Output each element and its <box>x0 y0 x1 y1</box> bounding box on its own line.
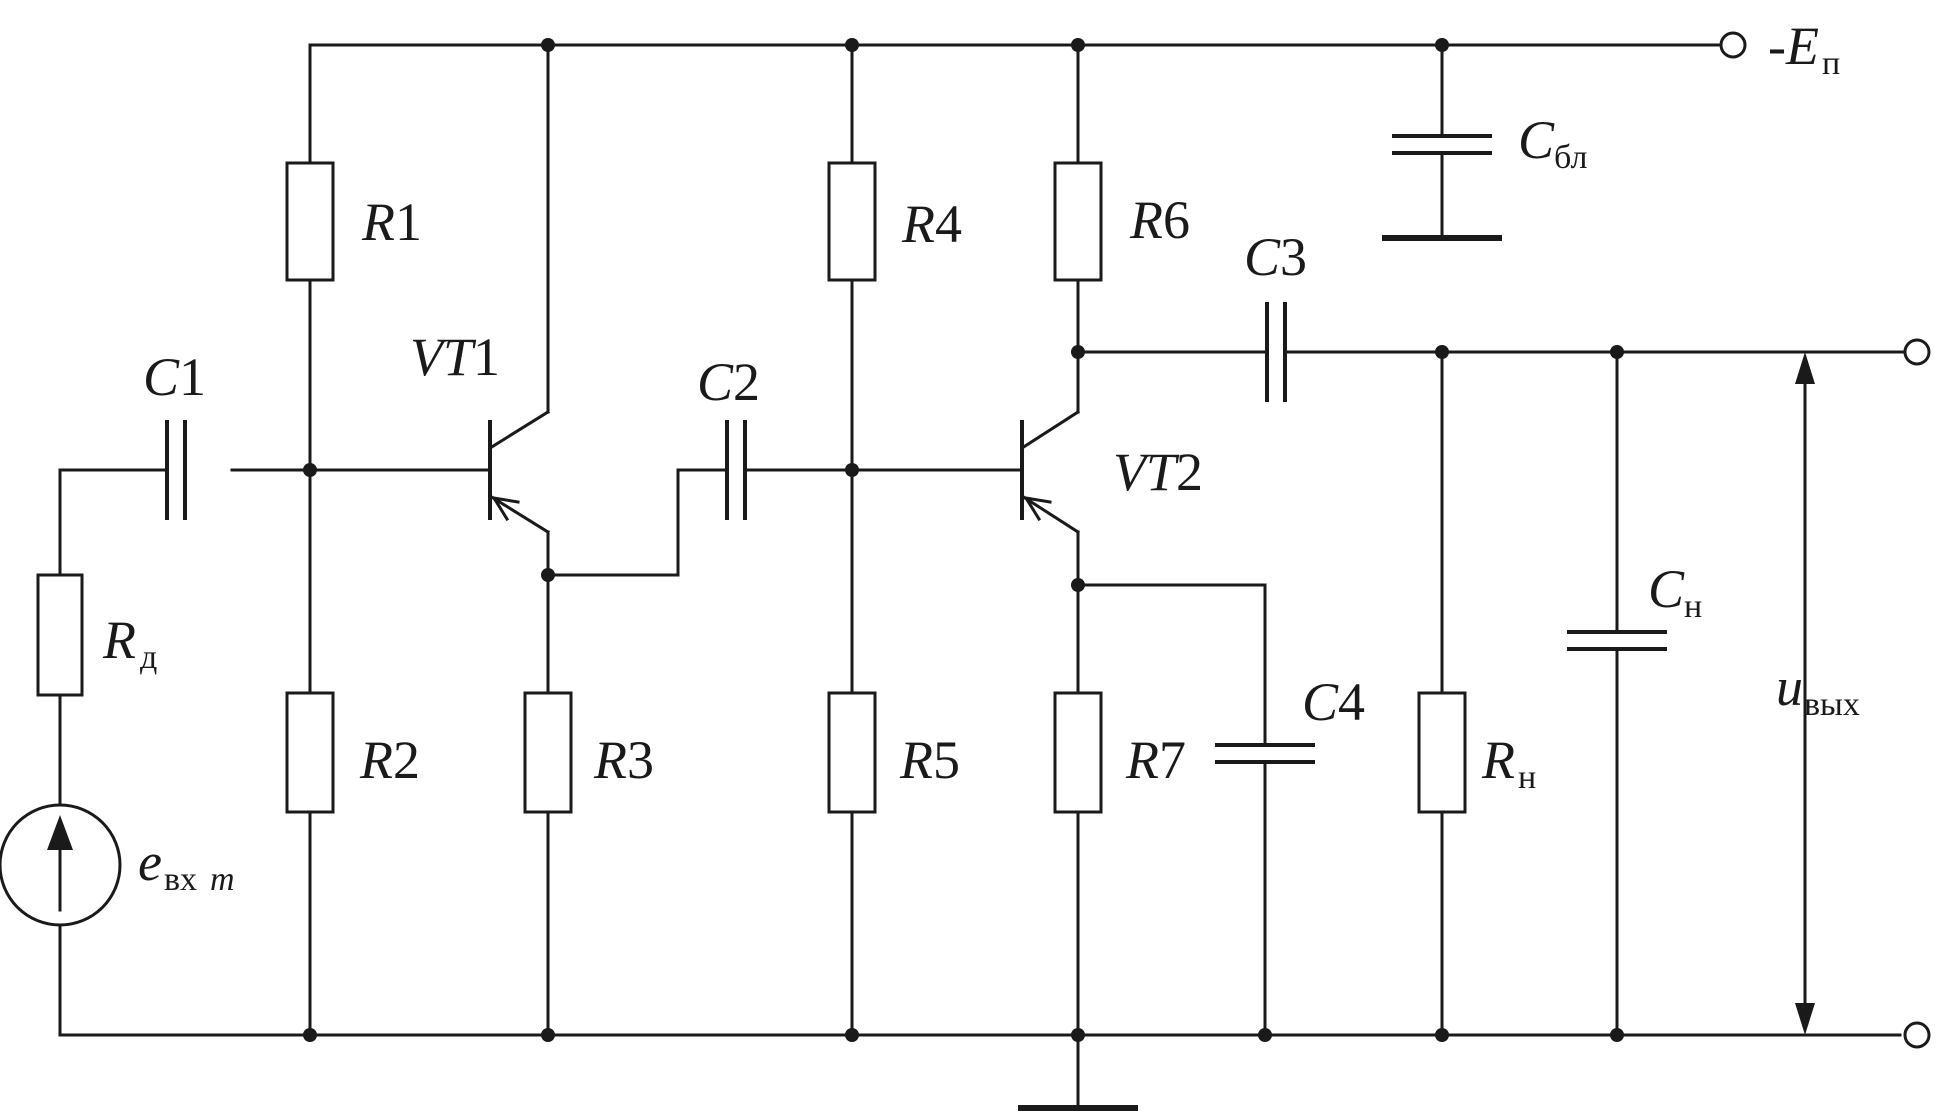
label-cbl: Cбл <box>1518 110 1587 176</box>
coupling-c2 <box>546 420 1024 577</box>
resistor-r6 <box>1053 161 1103 282</box>
output-voltage-arrow <box>1795 352 1815 1035</box>
label-r3: R3 <box>593 730 654 790</box>
label-r5: R5 <box>899 730 960 790</box>
stage1-divider <box>308 278 492 1037</box>
label-output: uвых <box>1776 657 1860 723</box>
label-r6: R6 <box>1129 190 1190 250</box>
input-source <box>0 803 122 927</box>
resistor-r5 <box>827 691 877 814</box>
junction-dots <box>303 38 1624 1042</box>
output-branch <box>1076 302 1907 1037</box>
transistor-vt2 <box>1019 43 1267 1037</box>
capacitor-c4 <box>1215 743 1315 764</box>
resistor-r2 <box>285 691 335 814</box>
resistor-r7 <box>1053 691 1103 814</box>
output-terminal-bottom <box>1903 1021 1931 1049</box>
label-supply: -Eп <box>1768 16 1840 82</box>
label-r7: R7 <box>1125 730 1186 790</box>
input-branch <box>58 468 312 1037</box>
label-c1: C1 <box>143 347 206 407</box>
resistor-rd <box>36 573 84 697</box>
label-c3: C3 <box>1244 227 1307 287</box>
output-terminal-top <box>1903 338 1931 366</box>
label-vt2: VT2 <box>1113 442 1203 502</box>
resistor-r4 <box>827 161 877 282</box>
resistor-r3 <box>523 691 573 814</box>
ground-rail <box>58 1033 1902 1111</box>
capacitor-c1 <box>165 420 187 520</box>
label-c2: C2 <box>697 352 760 412</box>
capacitor-cbl <box>1382 43 1502 241</box>
label-r4: R4 <box>901 194 962 254</box>
label-rn: Rн <box>1481 730 1536 796</box>
transistor-vt1 <box>487 43 551 1037</box>
capacitor-cn <box>1567 630 1667 651</box>
label-r1: R1 <box>361 192 422 252</box>
label-cn: Cн <box>1648 559 1702 625</box>
resistor-rn <box>1417 691 1467 814</box>
resistor-r1 <box>285 161 335 282</box>
label-c4: C4 <box>1302 672 1365 732</box>
supply-terminal <box>1719 31 1747 59</box>
supply-rail <box>308 43 1720 165</box>
label-vt1: VT1 <box>410 327 500 387</box>
label-r2: R2 <box>359 730 420 790</box>
